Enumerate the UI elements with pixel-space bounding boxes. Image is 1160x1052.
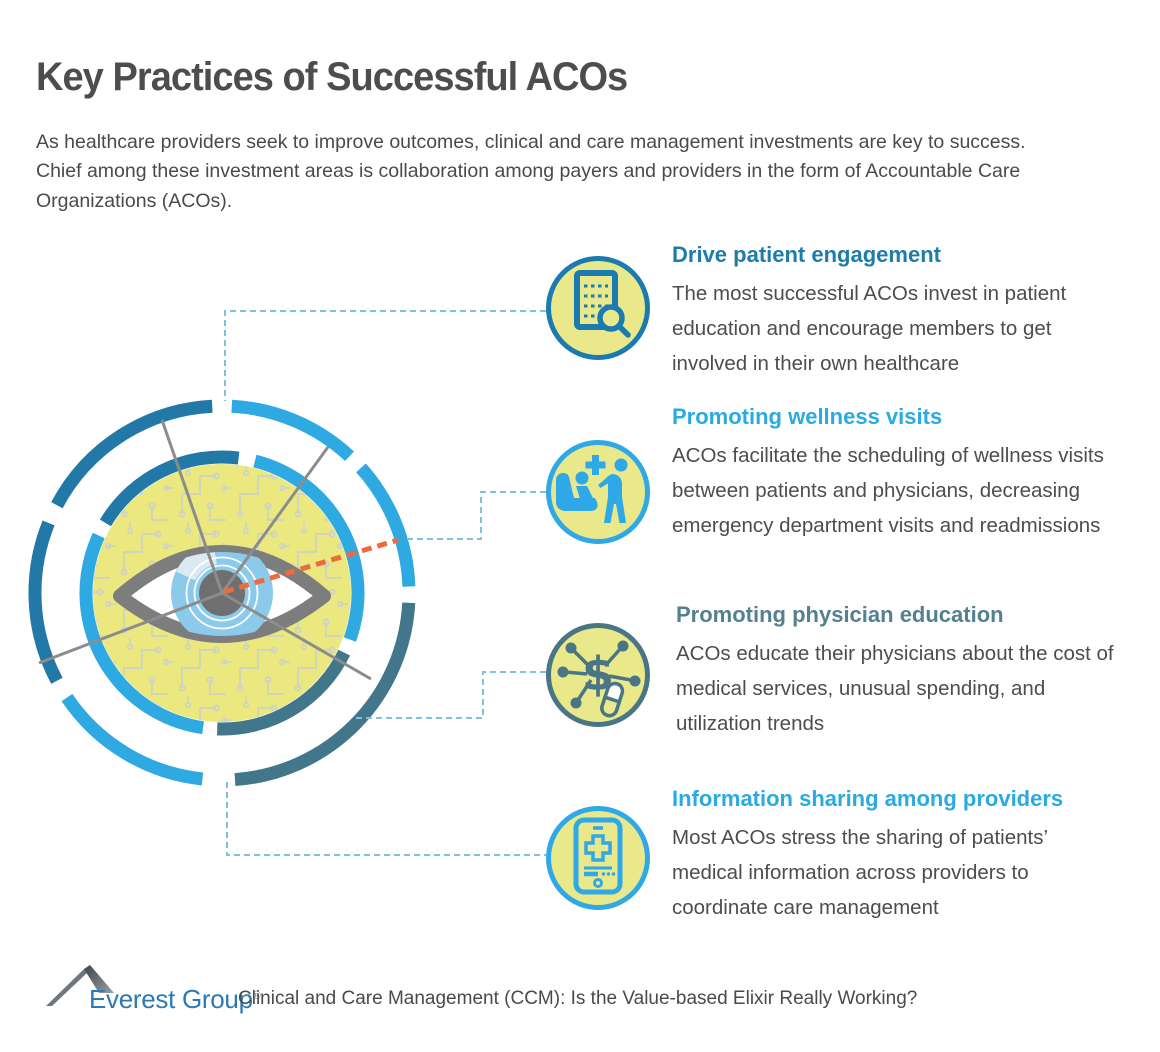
practice-body: ACOs facilitate the scheduling of wellne… (672, 444, 1104, 537)
connector-line-1 (224, 310, 546, 401)
practice-heading: Information sharing among providers (672, 786, 1064, 811)
connector-line-4 (226, 782, 546, 856)
outer-ring (28, 399, 416, 787)
practice-body: ACOs educate their physicians about the … (676, 642, 1114, 735)
practice-body: The most successful ACOs invest in patie… (672, 282, 1067, 375)
footer: Everest Group® Clinical and Care Managem… (42, 956, 1122, 1016)
patient-engagement-medallion (546, 256, 650, 360)
scan-line (223, 537, 399, 595)
patient-doctor-icon (556, 455, 628, 523)
practice-item-wellness-visits: Promoting wellness visits ACOs facilitat… (672, 404, 1120, 543)
practice-item-physician-education: Promoting physician education ACOs educa… (676, 602, 1124, 741)
wellness-visits-medallion (546, 440, 650, 544)
practice-item-information-sharing: Information sharing among providers Most… (672, 786, 1120, 925)
phone-medical-icon (573, 817, 623, 895)
information-sharing-medallion (546, 806, 650, 910)
page-title: Key Practices of Successful ACOs (36, 54, 628, 99)
connector-line-2 (404, 491, 546, 540)
practice-heading: Drive patient engagement (672, 242, 941, 267)
everest-group-logo-text: Everest Group® (89, 984, 261, 1014)
practice-heading: Promoting physician education (676, 602, 1004, 627)
dollar-network-pill-icon: $ (557, 640, 641, 718)
intro-paragraph: As healthcare providers seek to improve … (36, 130, 1026, 212)
physician-education-medallion: $ (546, 623, 650, 727)
connector-line-3 (354, 671, 546, 719)
source-citation: Clinical and Care Management (CCM): Is t… (238, 988, 918, 1009)
practice-body: Most ACOs stress the sharing of patients… (672, 826, 1048, 919)
everest-group-logo-icon (46, 965, 114, 1006)
radial-lines (38, 419, 372, 681)
practice-item-patient-engagement: Drive patient engagement The most succes… (672, 242, 1120, 381)
registered-mark: ® (252, 990, 261, 1002)
inner-ring (79, 450, 365, 736)
document-magnifier-icon (574, 270, 631, 338)
practice-heading: Promoting wellness visits (672, 404, 943, 429)
